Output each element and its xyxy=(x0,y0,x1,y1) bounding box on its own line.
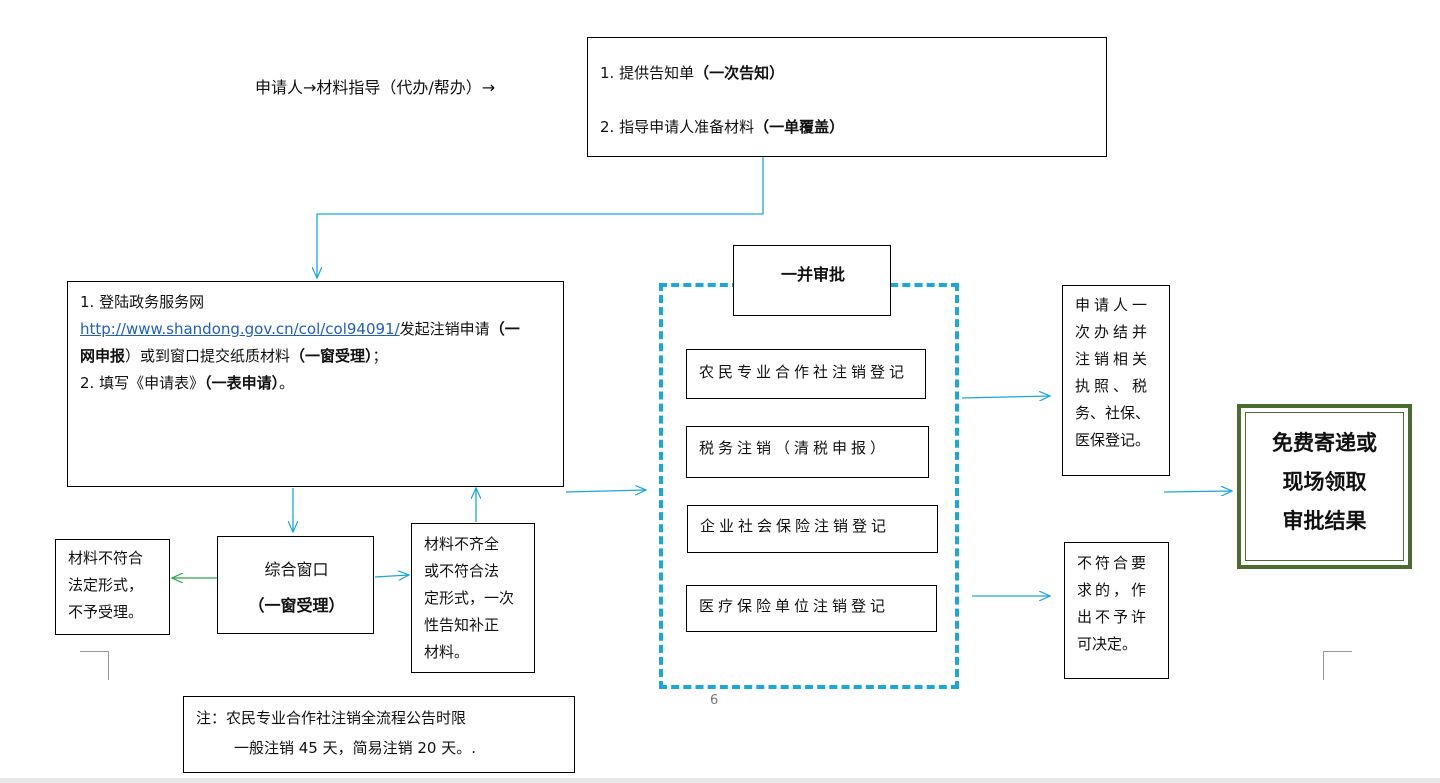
guide-line-2: 2. 指导申请人准备材料（一单覆盖） xyxy=(600,118,844,136)
arrow-window-to-incomplete xyxy=(374,575,409,577)
window-box: 综合窗口 （一窗受理） xyxy=(217,536,374,634)
apply-line-4-text: 2. 填写《申请表》 xyxy=(80,374,205,392)
joint-approval-label-box: 一并审批 xyxy=(733,245,891,316)
arrow-to-final xyxy=(1163,491,1232,492)
window-title: 综合窗口 xyxy=(264,560,329,579)
result-ok-line: 执照、税 xyxy=(1075,377,1152,395)
apply-line-4-bold: （一表申请） xyxy=(204,374,280,392)
final-line: 审批结果 xyxy=(1282,509,1367,533)
window-subtitle: （一窗受理） xyxy=(248,596,345,615)
result-ok-line: 注销相关 xyxy=(1075,350,1152,368)
guide-line-2-bold: （一单覆盖） xyxy=(754,118,845,136)
apply-line-1: 1. 登陆政务服务网 xyxy=(80,293,205,311)
guide-line-1-bold: （一次告知） xyxy=(694,64,785,82)
result-no-line: 出不予许 xyxy=(1077,608,1150,626)
page-number: 6 xyxy=(710,693,719,708)
apply-line-3-text: ）或到窗口提交纸质材料 xyxy=(125,347,291,365)
reject-box: 材料不符合 法定形式， 不予受理。 xyxy=(55,539,170,635)
approval-item: 农民专业合作社注销登记 xyxy=(686,349,926,399)
apply-box: 1. 登陆政务服务网 http://www.shandong.gov.cn/co… xyxy=(67,281,564,487)
approval-item-label: 医疗保险单位注销登记 xyxy=(699,597,890,615)
intro-text: 申请人→材料指导（代办/帮办）→ xyxy=(255,78,496,97)
result-ok-line: 次办结并 xyxy=(1075,323,1152,341)
apply-line-3-bold: 网申报 xyxy=(80,347,126,365)
apply-line-2: http://www.shandong.gov.cn/col/col94091/… xyxy=(80,320,520,338)
bottom-bar xyxy=(0,778,1440,783)
approval-item: 企业社会保险注销登记 xyxy=(687,505,938,553)
approval-item-label: 税务注销（清税申报） xyxy=(699,439,890,457)
note-line-1: 注：农民专业合作社注销全流程公告时限 xyxy=(196,709,467,727)
apply-line-4-end: 。 xyxy=(279,374,295,392)
apply-line-4: 2. 填写《申请表》（一表申请）。 xyxy=(80,374,294,392)
reject-line: 法定形式， xyxy=(68,576,144,594)
final-line: 免费寄递或 xyxy=(1272,431,1377,455)
note-line-2: 一般注销 45 天，简易注销 20 天。. xyxy=(234,739,477,757)
arrow-joint-to-ok xyxy=(961,396,1050,398)
arrow-guide-to-apply xyxy=(317,156,764,278)
guide-line-2-text: 2. 指导申请人准备材料 xyxy=(600,118,755,136)
crop-mark-right xyxy=(1323,651,1352,680)
incomplete-box: 材料不齐全 或不符合法 定形式，一次 性告知补正 材料。 xyxy=(411,523,535,673)
result-no-line: 可决定。 xyxy=(1077,635,1138,653)
approval-item: 税务注销（清税申报） xyxy=(686,426,929,478)
note-box: 注：农民专业合作社注销全流程公告时限 一般注销 45 天，简易注销 20 天。. xyxy=(183,696,575,773)
guide-line-1-text: 1. 提供告知单 xyxy=(600,64,695,82)
incomplete-line: 或不符合法 xyxy=(424,562,500,580)
result-ok-line: 申请人一 xyxy=(1075,296,1152,314)
apply-line-2-text: 发起注销申请 xyxy=(399,320,490,338)
apply-line-3-bold2: （一窗受理） xyxy=(290,347,373,365)
apply-line-3: 网申报）或到窗口提交纸质材料（一窗受理）； xyxy=(80,347,388,365)
apply-line-2-bold: （一 xyxy=(489,320,520,338)
apply-line-3-end: ； xyxy=(372,347,388,365)
guide-box: 1. 提供告知单（一次告知） 2. 指导申请人准备材料（一单覆盖） xyxy=(587,37,1107,157)
result-no-box: 不符合要 求的，作 出不予许 可决定。 xyxy=(1064,542,1169,679)
reject-line: 不予受理。 xyxy=(68,603,144,621)
incomplete-line: 材料不齐全 xyxy=(424,535,500,553)
incomplete-line: 定形式，一次 xyxy=(424,589,515,607)
result-ok-line: 务、社保、 xyxy=(1075,404,1151,422)
incomplete-line: 性告知补正 xyxy=(424,616,500,634)
result-ok-line: 医保登记。 xyxy=(1075,431,1151,449)
result-no-line: 不符合要 xyxy=(1077,554,1150,572)
approval-item-label: 企业社会保险注销登记 xyxy=(700,517,891,535)
incomplete-line: 材料。 xyxy=(424,643,470,661)
final-result-box: 免费寄递或 现场领取 审批结果 xyxy=(1237,404,1412,569)
approval-item-label: 农民专业合作社注销登记 xyxy=(699,363,909,381)
reject-line: 材料不符合 xyxy=(68,549,144,567)
approval-item: 医疗保险单位注销登记 xyxy=(686,585,937,632)
final-line: 现场领取 xyxy=(1282,470,1367,494)
apply-url-link[interactable]: http://www.shandong.gov.cn/col/col94091/ xyxy=(80,320,400,338)
guide-line-1: 1. 提供告知单（一次告知） xyxy=(600,64,784,82)
result-no-line: 求的，作 xyxy=(1077,581,1150,599)
result-ok-box: 申请人一 次办结并 注销相关 执照、税 务、社保、 医保登记。 xyxy=(1062,285,1170,476)
joint-approval-label: 一并审批 xyxy=(780,265,845,284)
arrow-apply-to-joint xyxy=(565,490,646,492)
crop-mark-left xyxy=(80,651,109,680)
